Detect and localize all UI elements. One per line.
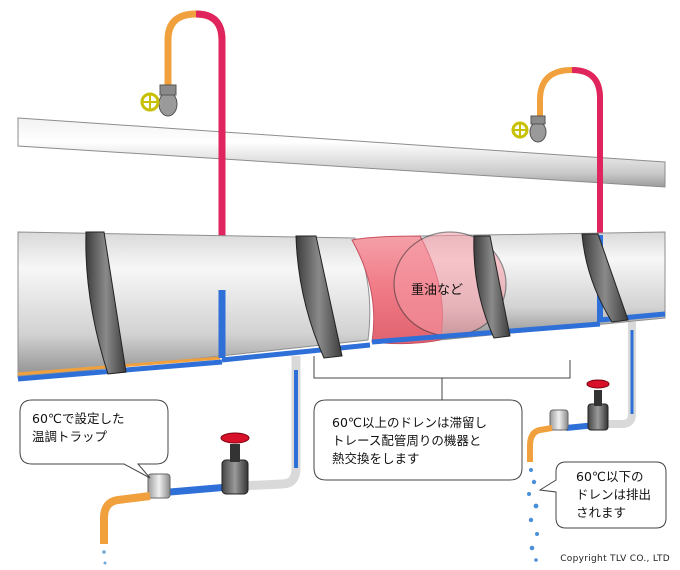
drain-drops xyxy=(527,468,539,562)
trap-note-line: 温調トラップ xyxy=(32,429,108,444)
heat-exchange-bracket xyxy=(313,356,571,400)
copyright-notice: Copyright TLV CO., LTD xyxy=(560,554,670,564)
left-globe-valve-icon xyxy=(221,459,249,495)
discharge-note-line: されます xyxy=(576,505,627,520)
trap-note-bubble xyxy=(19,399,169,479)
heat-exchange-note-bubble xyxy=(313,399,523,481)
right-drain-assembly xyxy=(527,322,636,562)
right-globe-valve-icon xyxy=(587,403,609,431)
trap-note: 60℃で設定した 温調トラップ xyxy=(32,410,124,446)
right-riser-valve xyxy=(511,115,547,143)
discharge-note-bubble xyxy=(538,461,667,529)
right-steam-riser xyxy=(537,66,603,235)
left-riser-valve xyxy=(140,84,178,117)
heat-exchange-note-line: トレース配管周りの機器と xyxy=(332,433,482,448)
discharge-note-line: 60℃以下の xyxy=(576,469,644,484)
discharge-note-line: ドレンは排出 xyxy=(576,487,652,502)
left-drain-assembly xyxy=(100,356,301,565)
left-temp-trap-icon xyxy=(147,473,171,499)
heavy-oil-cutaway xyxy=(351,231,507,345)
heat-exchange-note-line: 60℃以上のドレンは滞留し xyxy=(332,415,487,430)
trap-note-line: 60℃で設定した xyxy=(32,411,125,426)
steam-header-pipe xyxy=(17,117,666,188)
fluid-label: 重油など xyxy=(411,283,464,298)
heat-exchange-note: 60℃以上のドレンは滞留し トレース配管周りの機器と 熱交換をします xyxy=(332,414,487,468)
pipe-bands xyxy=(85,231,629,375)
right-temp-trap-icon xyxy=(549,409,569,431)
discharge-note: 60℃以下の ドレンは排出 されます xyxy=(576,468,651,522)
heat-exchange-note-line: 熱交換をします xyxy=(332,451,420,466)
